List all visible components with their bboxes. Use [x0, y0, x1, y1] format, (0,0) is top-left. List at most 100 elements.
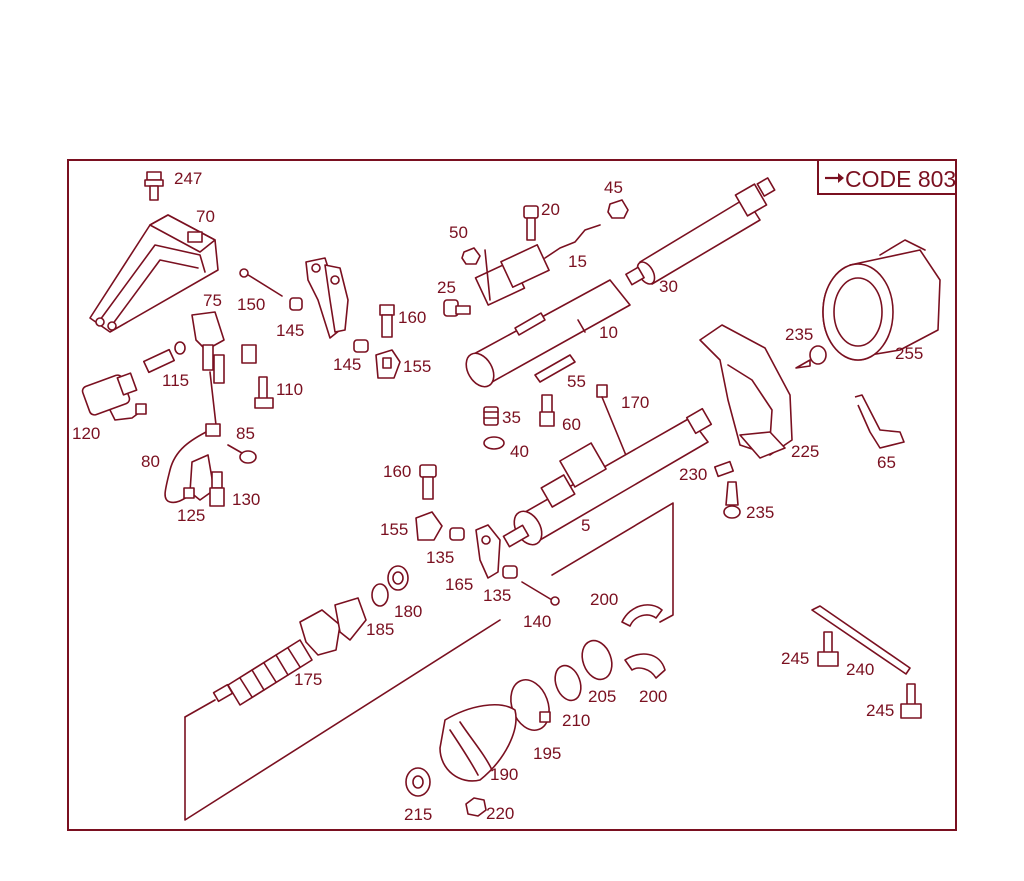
part-215-washer: [405, 767, 431, 797]
part-255-cover: [822, 239, 941, 361]
part-50-nut: [461, 247, 481, 265]
label-145a: 145: [276, 321, 304, 340]
label-235a: 235: [785, 325, 813, 344]
part-5-column-assembly: [502, 407, 713, 548]
label-205: 205: [588, 687, 616, 706]
part-185-washer: [371, 583, 389, 607]
part-10-jacket-tube: [465, 279, 631, 388]
label-30: 30: [659, 277, 678, 296]
part-135-sleeve-b: [502, 565, 518, 579]
part-80-cable: [164, 423, 221, 504]
label-125: 125: [177, 506, 205, 525]
label-240: 240: [846, 660, 874, 679]
part-55-strip: [534, 354, 576, 383]
part-45-nut: [607, 199, 629, 219]
part-235-screw-a: [795, 345, 827, 369]
part-235-screw-b: [723, 481, 741, 519]
label-247: 247: [174, 169, 202, 188]
label-180: 180: [394, 602, 422, 621]
label-160b: 160: [383, 462, 411, 481]
part-135-sleeve-a: [449, 527, 465, 541]
label-110: 110: [276, 380, 303, 399]
part-120-motor: [81, 372, 147, 421]
part-85-screw: [227, 444, 257, 464]
part-155-clamp-b: [415, 511, 443, 541]
label-150: 150: [237, 295, 265, 314]
label-185: 185: [366, 620, 394, 639]
label-200b: 200: [639, 687, 667, 706]
label-235b: 235: [746, 503, 774, 522]
part-245-bolt-b: [900, 683, 922, 719]
part-35-spring: [483, 406, 499, 426]
label-220: 220: [486, 804, 514, 823]
part-245-bolt-a: [817, 631, 839, 667]
part-180-nut: [387, 565, 409, 591]
label-225: 225: [791, 442, 819, 461]
label-15: 15: [568, 252, 587, 271]
part-175-lower-shaft: [212, 597, 367, 706]
part-25-screw: [443, 299, 471, 317]
label-70: 70: [196, 207, 215, 226]
label-160a: 160: [398, 308, 426, 327]
part-145-sleeve-a: [289, 297, 303, 311]
part-sensor: [241, 344, 257, 364]
part-205-ring: [581, 639, 613, 681]
label-35: 35: [502, 408, 521, 427]
label-135b: 135: [483, 586, 511, 605]
part-110-bolt: [254, 376, 274, 409]
part-70-bracket: [89, 214, 219, 333]
part-150-pin: [239, 268, 283, 297]
label-20: 20: [541, 200, 560, 219]
label-25: 25: [437, 278, 456, 297]
label-155a: 155: [403, 357, 431, 376]
label-245b: 245: [866, 701, 894, 720]
part-60-bolt: [539, 394, 555, 427]
label-135a: 135: [426, 548, 454, 567]
part-220-nut: [465, 797, 487, 817]
part-lever-bracket: [305, 257, 349, 339]
code-box: CODE 803: [817, 159, 957, 195]
label-115: 115: [162, 371, 189, 390]
part-190-boot: [439, 704, 517, 782]
part-165-lever: [475, 524, 501, 579]
part-225-bracket: [699, 324, 793, 459]
group-bracket: [184, 502, 674, 821]
label-80: 80: [141, 452, 160, 471]
part-65-bracket: [854, 394, 905, 449]
part-40-ring: [483, 436, 505, 450]
diagram-frame: [67, 159, 957, 831]
right-arrow-icon: [825, 173, 844, 183]
part-140-pin: [521, 581, 560, 606]
part-30-shaft: [625, 177, 776, 286]
part-155-clamp-a: [375, 349, 401, 379]
label-45: 45: [604, 178, 623, 197]
label-55: 55: [567, 372, 586, 391]
label-40: 40: [510, 442, 529, 461]
part-200-bushing-a: [621, 604, 663, 627]
label-175: 175: [294, 670, 322, 689]
label-145b: 145: [333, 355, 361, 374]
part-145-sleeve-b: [353, 339, 369, 353]
label-200a: 200: [590, 590, 618, 609]
part-160-bolt-a: [379, 304, 395, 338]
label-5: 5: [581, 516, 590, 535]
label-10: 10: [599, 323, 618, 342]
part-labels: 247 70 75 150 145 160 145 155 115 110 12…: [72, 169, 923, 824]
label-165: 165: [445, 575, 473, 594]
part-15-actuator: [474, 224, 601, 306]
part-247-bolt: [144, 171, 164, 201]
label-155b: 155: [380, 520, 408, 539]
label-140: 140: [523, 612, 551, 631]
part-125-holder: [183, 454, 215, 501]
label-170: 170: [621, 393, 649, 412]
part-210-ring: [554, 664, 582, 702]
part-160-bolt-b: [419, 464, 437, 500]
label-195: 195: [533, 744, 561, 763]
label-65: 65: [877, 453, 896, 472]
label-130: 130: [232, 490, 260, 509]
label-215: 215: [404, 805, 432, 824]
label-50: 50: [449, 223, 468, 242]
part-115-pin: [142, 341, 186, 374]
part-200-bushing-b: [624, 653, 666, 679]
